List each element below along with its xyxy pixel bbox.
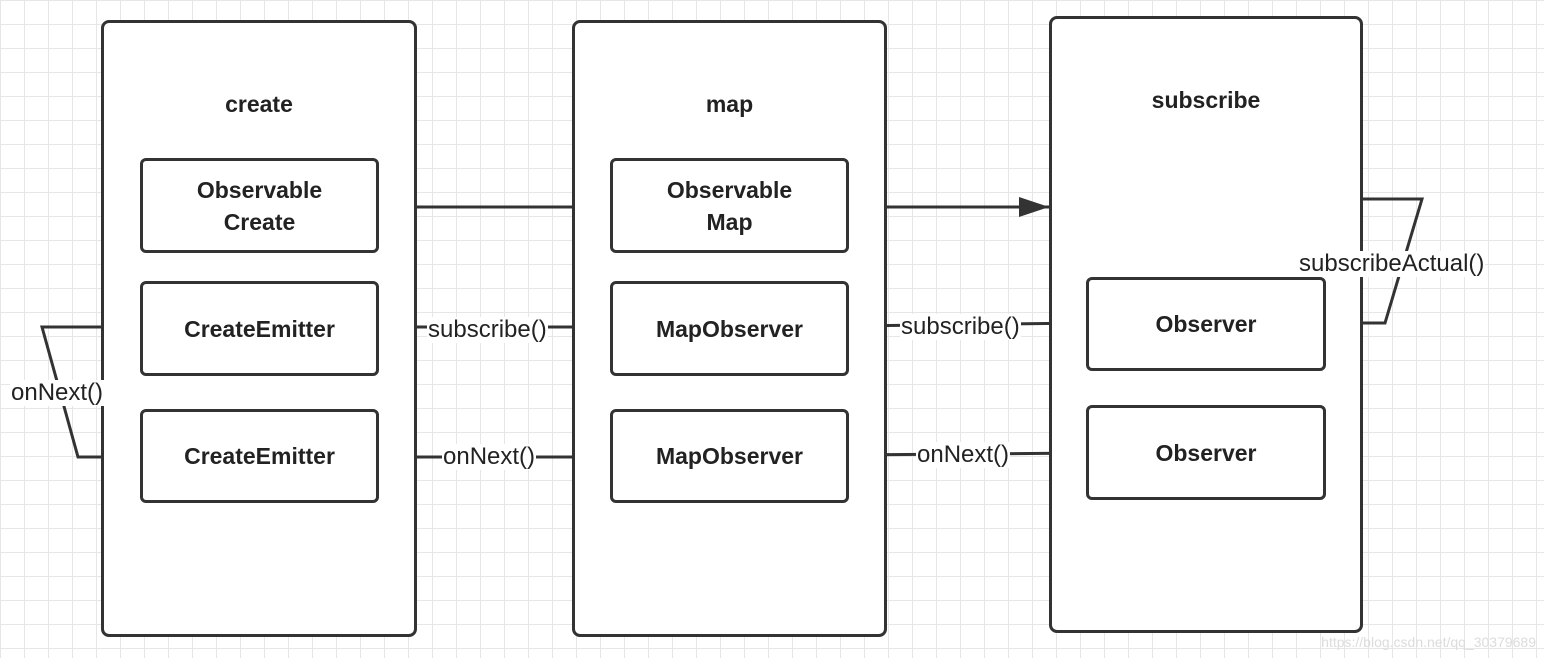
arrow-on-next-loop: [40, 325, 139, 467]
arrow-on-next-to-observer: [847, 443, 1087, 464]
arrow-subscribe-actual-loop: [1326, 197, 1425, 333]
arrow-observer-subscribe-map-observer: [848, 315, 1088, 336]
